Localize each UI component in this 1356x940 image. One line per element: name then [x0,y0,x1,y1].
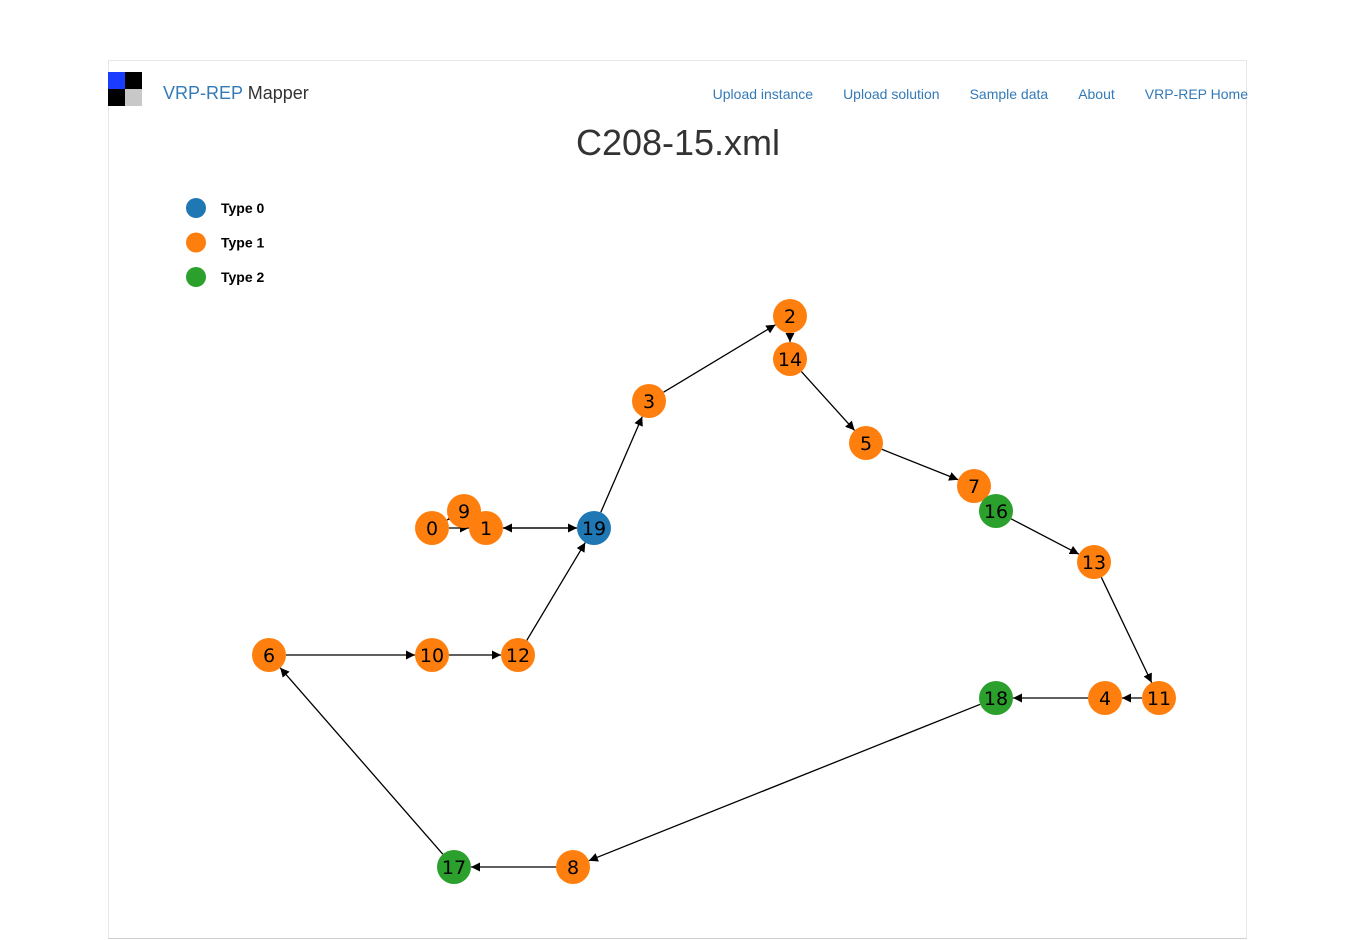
edge-19-3 [600,416,643,513]
node-0[interactable]: 0 [415,511,449,545]
edge-12-19 [526,542,586,641]
node-16[interactable]: 16 [979,494,1013,528]
nav-vrp-rep-home[interactable]: VRP-REP Home [1144,86,1248,102]
brand[interactable]: VRP-REP Mapper [163,83,309,104]
node-circle [501,638,535,672]
node-label: 0 [426,518,438,540]
node-label: 2 [784,306,796,328]
node-label: 19 [582,518,606,540]
node-19[interactable]: 19 [577,511,611,545]
nav-upload-solution[interactable]: Upload solution [843,86,940,102]
node-label: 12 [506,645,530,667]
node-1[interactable]: 1 [469,511,503,545]
node-circle [979,494,1013,528]
node-11[interactable]: 11 [1142,681,1176,715]
brand-name: Mapper [247,83,309,103]
brand-accent: VRP-REP [163,83,243,103]
edge-9-0 [446,511,458,521]
legend-swatch [186,267,206,287]
logo[interactable] [108,72,143,107]
node-label: 16 [984,501,1008,523]
edge-3-2 [663,324,776,393]
node-10[interactable]: 10 [415,638,449,672]
node-label: 11 [1147,688,1171,710]
edges [279,324,1153,872]
node-label: 6 [263,645,275,667]
logo-square-3 [108,89,125,106]
node-label: 17 [442,857,466,879]
node-label: 14 [778,349,802,371]
legend-label: Type 2 [221,269,265,285]
legend: Type 0 Type 1 Type 2 [186,198,265,287]
logo-square-1 [108,72,125,89]
node-circle [556,850,590,884]
navbar: VRP-REP Mapper Upload instance Upload so… [108,72,1248,108]
nav-about[interactable]: About [1078,86,1115,102]
edge-17-6 [279,667,444,855]
page-frame [108,60,1247,939]
nodes: 091 19 3 2 14 5 716 13 11 4 18 8 17 6 10 12 [252,299,1176,884]
node-13[interactable]: 13 [1077,545,1111,579]
node-circle [849,426,883,460]
legend-swatch [186,198,206,218]
node-label: 3 [643,391,655,413]
node-6[interactable]: 6 [252,638,286,672]
node-7[interactable]: 7 [957,469,991,503]
node-18[interactable]: 18 [979,681,1013,715]
node-3[interactable]: 3 [632,384,666,418]
node-circle [437,850,471,884]
nav-upload-instance[interactable]: Upload instance [712,86,814,102]
node-14[interactable]: 14 [773,342,807,376]
legend-item: Type 2 [186,267,265,287]
node-label: 5 [860,433,872,455]
node-4[interactable]: 4 [1088,681,1122,715]
nav-sample-data[interactable]: Sample data [969,86,1049,102]
legend-swatch [186,232,206,253]
node-circle [415,511,449,545]
node-label: 9 [458,501,470,523]
edge-5-7 [881,448,959,481]
node-circle [1088,681,1122,715]
legend-label: Type 0 [221,200,265,216]
node-5[interactable]: 5 [849,426,883,460]
node-circle [469,511,503,545]
logo-square-2 [125,72,142,89]
logo-square-4 [125,89,142,106]
page-title: C208-15.xml [575,122,781,163]
node-label: 8 [567,857,579,879]
node-circle [632,384,666,418]
legend-item: Type 1 [186,232,265,253]
edge-16-13 [1010,518,1080,555]
node-label: 13 [1082,552,1106,574]
node-8[interactable]: 8 [556,850,590,884]
node-circle [957,469,991,503]
nav-links: Upload instance Upload solution Sample d… [713,86,1248,102]
node-label: 10 [420,645,444,667]
legend-item: Type 0 [186,198,265,218]
node-2[interactable]: 2 [773,299,807,333]
node-circle [773,342,807,376]
node-label: 7 [968,476,980,498]
node-circle [773,299,807,333]
node-circle [415,638,449,672]
node-circle [252,638,286,672]
node-circle [1077,545,1111,579]
node-circle [979,681,1013,715]
edge-18-8 [588,703,981,862]
node-12[interactable]: 12 [501,638,535,672]
node-label: 1 [480,518,492,540]
node-label: 18 [984,688,1008,710]
edge-14-5 [800,371,856,431]
edge-13-11 [1100,577,1153,683]
node-circle [1142,681,1176,715]
node-label: 4 [1099,688,1111,710]
node-circle [577,511,611,545]
node-17[interactable]: 17 [437,850,471,884]
legend-label: Type 1 [221,235,265,251]
